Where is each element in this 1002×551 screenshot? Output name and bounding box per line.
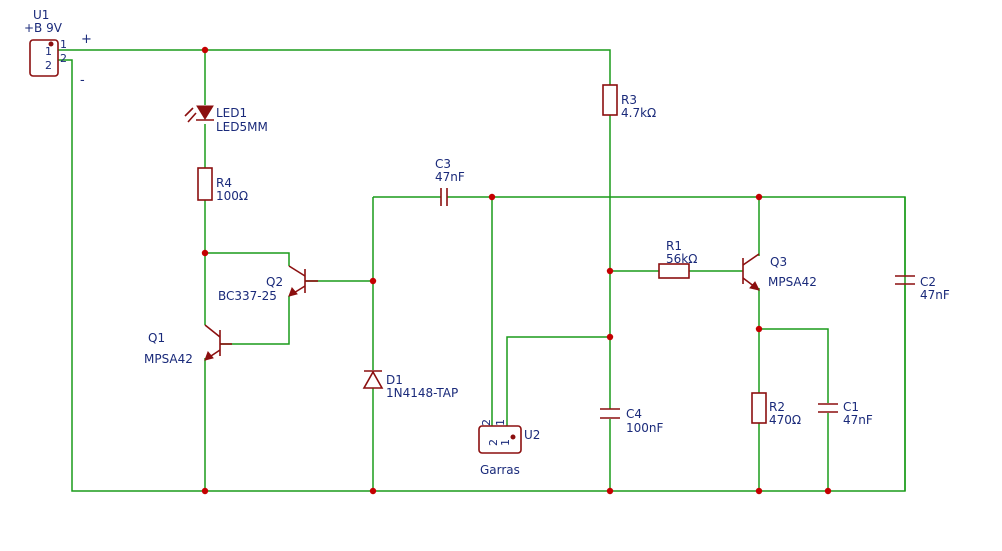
led1-ref: LED1 bbox=[216, 106, 247, 120]
r4-ref: R4 bbox=[216, 176, 232, 190]
wire-u2-pin2 bbox=[506, 336, 610, 426]
r2-value: 470Ω bbox=[769, 413, 801, 427]
q1-collector bbox=[204, 324, 221, 338]
q3-ref: Q3 bbox=[770, 255, 787, 269]
c3-ref: C3 bbox=[435, 157, 451, 171]
u1-minus-sign: - bbox=[80, 73, 85, 88]
wires bbox=[58, 49, 906, 492]
u1-plus-sign: + bbox=[81, 32, 92, 47]
r2: R2 470Ω bbox=[751, 392, 801, 427]
wire-c3-right bbox=[447, 196, 906, 275]
u1-pin2-label: 2 bbox=[45, 59, 52, 72]
junction-dot bbox=[606, 487, 614, 495]
c2: C2 47nF bbox=[895, 275, 950, 302]
wire-q2-collector bbox=[205, 252, 290, 266]
led1: LED1 LED5MM bbox=[184, 105, 268, 134]
u2-pin1-inner: 1 bbox=[499, 439, 512, 446]
junction-dot bbox=[201, 46, 209, 54]
c4-value: 100nF bbox=[626, 421, 664, 435]
u1-pin1-number: 1 bbox=[60, 38, 67, 51]
junction-dot bbox=[369, 277, 377, 285]
wire-top-rail bbox=[58, 49, 611, 85]
c2-ref: C2 bbox=[920, 275, 936, 289]
u1-ref: U1 bbox=[33, 8, 49, 22]
junction-dot bbox=[755, 487, 763, 495]
junction-dot bbox=[201, 487, 209, 495]
d1-value: 1N4148-TAP bbox=[386, 386, 458, 400]
u2-ref: U2 bbox=[524, 428, 540, 442]
c1-ref: C1 bbox=[843, 400, 859, 414]
u2-pin1-marker bbox=[510, 434, 516, 440]
led1-arrow bbox=[184, 107, 194, 117]
wire-c1 bbox=[759, 328, 829, 403]
u2-pin1-outer: 1 bbox=[494, 419, 507, 426]
u1-pin1-marker bbox=[48, 41, 54, 47]
junction-dot bbox=[755, 325, 763, 333]
q1-ref: Q1 bbox=[148, 331, 165, 345]
q2-ref: Q2 bbox=[266, 275, 283, 289]
r1: R1 56kΩ bbox=[658, 239, 697, 279]
c1-value: 47nF bbox=[843, 413, 873, 427]
u1-value: +B 9V bbox=[24, 21, 63, 35]
q3-emitter-arrow bbox=[749, 281, 760, 291]
d1-diode: D1 1N4148-TAP bbox=[362, 370, 458, 400]
q2-value: BC337-25 bbox=[218, 289, 277, 303]
junction-dot bbox=[606, 333, 614, 341]
u2-pin2-outer: 2 bbox=[480, 419, 493, 426]
c4-ref: C4 bbox=[626, 407, 642, 421]
u1-pin2-number: 2 bbox=[60, 52, 67, 65]
u2-connector: 2 1 2 1 U2 Garras bbox=[478, 419, 540, 477]
r1-ref: R1 bbox=[666, 239, 682, 253]
c3-value: 47nF bbox=[435, 170, 465, 184]
r1-body bbox=[658, 263, 690, 279]
junction-dot bbox=[606, 267, 614, 275]
wire-q2-emitter bbox=[220, 296, 290, 345]
u1-pin1-label: 1 bbox=[45, 45, 52, 58]
c1: C1 47nF bbox=[818, 400, 873, 427]
q3-value: MPSA42 bbox=[768, 275, 817, 289]
junctions bbox=[201, 46, 832, 495]
r2-ref: R2 bbox=[769, 400, 785, 414]
r3-ref: R3 bbox=[621, 93, 637, 107]
d1-ref: D1 bbox=[386, 373, 403, 387]
r3: R3 4.7kΩ bbox=[602, 84, 656, 120]
q3-collector bbox=[742, 253, 760, 266]
q3-transistor: Q3 MPSA42 bbox=[742, 253, 817, 291]
junction-dot bbox=[201, 249, 209, 257]
c4: C4 100nF bbox=[600, 407, 664, 435]
junction-dot bbox=[755, 193, 763, 201]
q2-transistor: Q2 BC337-25 bbox=[218, 265, 318, 303]
junction-dot bbox=[488, 193, 496, 201]
r4: R4 100Ω bbox=[197, 167, 248, 203]
u2-pin2-inner: 2 bbox=[487, 439, 500, 446]
q1-transistor: Q1 MPSA42 bbox=[144, 324, 232, 366]
junction-dot bbox=[824, 487, 832, 495]
r4-value: 100Ω bbox=[216, 189, 248, 203]
c3: C3 47nF bbox=[435, 157, 465, 206]
r1-value: 56kΩ bbox=[666, 252, 697, 266]
u2-value: Garras bbox=[480, 463, 520, 477]
led1-arrow bbox=[187, 112, 197, 123]
u1-body bbox=[29, 39, 59, 77]
led1-symbol bbox=[196, 105, 214, 120]
junction-dot bbox=[369, 487, 377, 495]
q1-emitter-arrow bbox=[204, 351, 214, 361]
r3-value: 4.7kΩ bbox=[621, 106, 656, 120]
q2-emitter-arrow bbox=[288, 287, 298, 297]
r3-body bbox=[602, 84, 618, 116]
u2-body bbox=[478, 425, 522, 454]
c2-value: 47nF bbox=[920, 288, 950, 302]
d1-triangle bbox=[362, 370, 384, 389]
r4-body bbox=[197, 167, 213, 201]
q1-value: MPSA42 bbox=[144, 352, 193, 366]
q2-collector bbox=[288, 265, 306, 277]
led1-value: LED5MM bbox=[216, 120, 268, 134]
r2-body bbox=[751, 392, 767, 424]
u1-connector: U1 +B 9V 1 2 1 2 + - bbox=[24, 8, 92, 88]
